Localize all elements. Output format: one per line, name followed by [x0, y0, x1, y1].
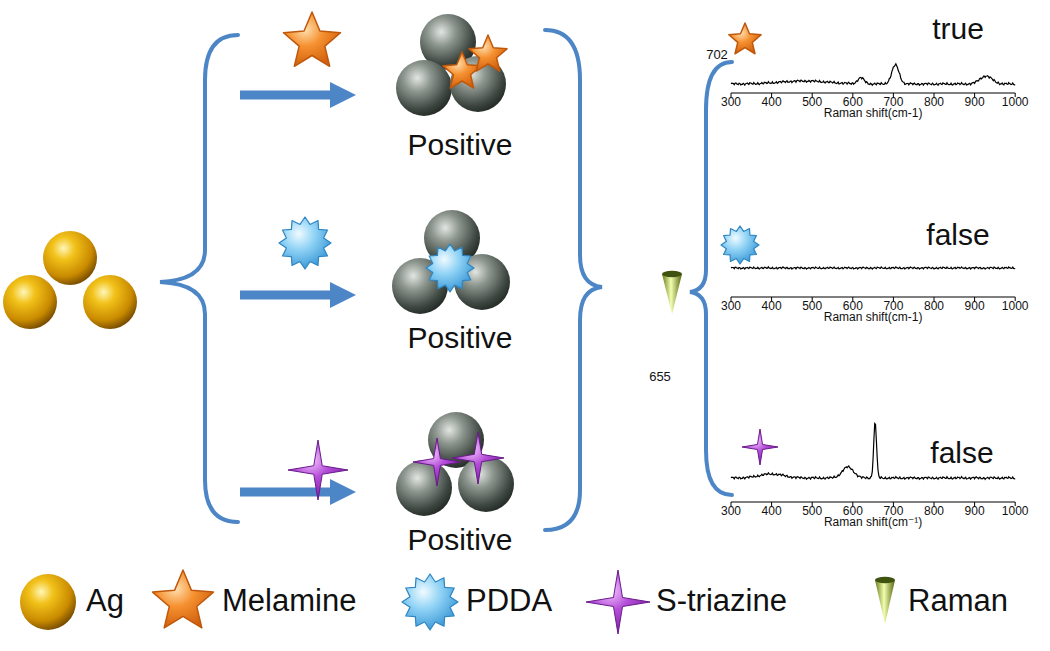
particle-cluster: Positive: [385, 405, 535, 557]
pdda-symbol: [721, 226, 759, 264]
s-triazine-symbol: [452, 432, 504, 484]
axis-label: 300: [721, 505, 741, 519]
axis-label: 1000: [1002, 96, 1029, 110]
axis-label: Raman shift(cm-1): [824, 311, 923, 325]
brace: [690, 62, 732, 495]
s-triazine-symbol: [742, 429, 778, 465]
charge-label: Positive: [407, 128, 512, 163]
result-label: false: [930, 436, 993, 471]
s-triazine-symbol: [586, 570, 650, 634]
melamine-star: [443, 52, 481, 88]
s-triazine-symbol: [288, 440, 348, 500]
arrow-head: [330, 282, 356, 308]
axis-label: 300: [721, 300, 741, 314]
s-triazine-symbol: [413, 438, 461, 486]
axis-label: 400: [762, 505, 782, 519]
pdda-symbol: [402, 574, 458, 630]
sphere: [458, 456, 514, 512]
raman-probe-top: [875, 577, 895, 584]
axis-label: 900: [965, 505, 985, 519]
sphere: [83, 275, 137, 329]
axis-label: Raman shift(cm⁻¹): [824, 516, 922, 530]
charge-label: Positive: [407, 321, 512, 356]
melamine-star: [729, 23, 761, 54]
x-axis: [731, 296, 1015, 297]
axis-label: 500: [802, 505, 822, 519]
legend-label: S-triazine: [656, 583, 787, 619]
peak-label: 655: [649, 370, 671, 385]
particle-cluster: Positive: [385, 10, 535, 162]
brace: [545, 30, 602, 530]
axis-label: 900: [965, 300, 985, 314]
charge-label: Positive: [407, 523, 512, 558]
axis-label: 800: [924, 96, 944, 110]
raman-spectrum: [731, 267, 1015, 269]
sphere: [396, 460, 452, 516]
legend-label: Melamine: [222, 583, 356, 619]
axis-label: 300: [721, 96, 741, 110]
result-label: true: [932, 12, 984, 47]
sphere: [43, 231, 97, 285]
sphere: [3, 275, 57, 329]
reaction-arrow: [240, 291, 333, 300]
melamine-star: [469, 35, 507, 71]
arrow-head: [330, 82, 356, 108]
brace: [160, 35, 238, 522]
melamine-star: [283, 12, 340, 66]
axis-label: 500: [802, 300, 822, 314]
raman-spectrum: [731, 423, 1015, 479]
pdda-symbol: [279, 217, 331, 269]
axis-label: 400: [762, 96, 782, 110]
axis-label: 1000: [1002, 505, 1029, 519]
axis-label: 500: [802, 96, 822, 110]
raman-spectrum: [731, 64, 1015, 85]
legend-label: Ag: [86, 583, 124, 619]
reaction-arrow: [240, 91, 333, 100]
axis-label: 400: [762, 300, 782, 314]
axis-label: 800: [924, 300, 944, 314]
sphere: [396, 60, 452, 116]
peak-label: 702: [706, 48, 728, 63]
legend-label: PDDA: [466, 583, 552, 619]
raman-probe: [662, 274, 682, 314]
raman-probe: [875, 580, 895, 624]
particle-cluster: Positive: [385, 205, 535, 355]
sphere: [20, 574, 76, 630]
arrow-head: [330, 479, 356, 505]
x-axis: [731, 501, 1015, 502]
raman-probe-top: [662, 271, 682, 278]
x-axis: [731, 92, 1015, 93]
axis-label: 1000: [1002, 300, 1029, 314]
axis-label: Raman shift(cm-1): [824, 107, 923, 121]
axis-label: 800: [924, 505, 944, 519]
result-label: false: [926, 218, 989, 253]
pdda-symbol: [426, 244, 474, 292]
legend-label: Raman: [908, 583, 1008, 619]
axis-label: 900: [965, 96, 985, 110]
melamine-star: [153, 570, 214, 628]
